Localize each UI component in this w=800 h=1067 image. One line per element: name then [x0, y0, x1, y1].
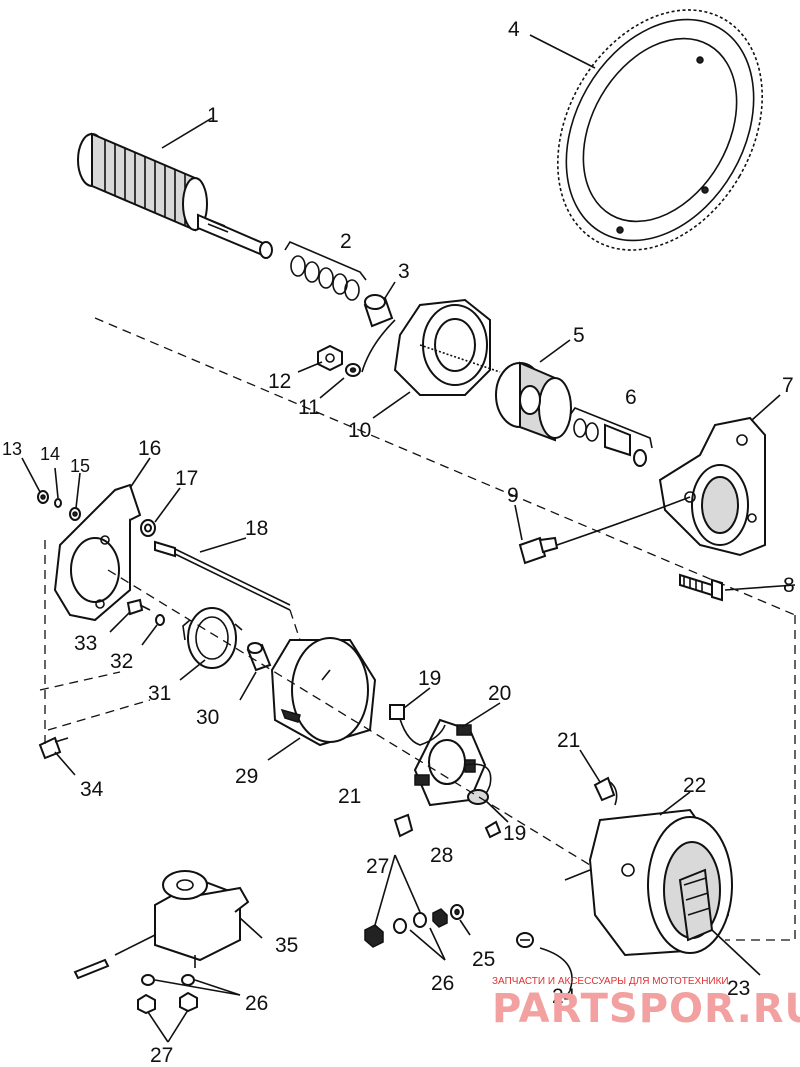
callout-9: 9: [507, 484, 519, 507]
callout-31: 31: [148, 682, 171, 705]
drive-housing-part: [393, 298, 501, 396]
ring-gear-part: [557, 9, 763, 251]
watermark-caption: ЗАПЧАСТИ И АКСЕССУАРЫ ДЛЯ МОТОТЕХНИКИ: [492, 976, 729, 987]
nut-12-part: [317, 344, 343, 372]
callout-35: 35: [275, 934, 298, 957]
solenoid-part: [73, 870, 250, 980]
callout-3: 3: [398, 260, 410, 283]
callout-2: 2: [340, 230, 352, 253]
washer-15-part: [69, 507, 81, 521]
callout-19-upper: 19: [418, 667, 441, 690]
callout-32: 32: [110, 650, 133, 673]
mounting-bracket-part: [658, 416, 766, 557]
callout-26-left: 26: [245, 992, 268, 1015]
brush-plate-part: [413, 718, 487, 807]
watermark-brand: PARTSPOR.RU: [492, 986, 800, 1032]
callout-26-right: 26: [431, 972, 454, 995]
solenoid-nut-27-part: [137, 991, 198, 1015]
washer-11-part: [345, 363, 361, 377]
end-cap-29-part: [270, 637, 377, 747]
armature-part: [77, 132, 273, 259]
callout-24: 24: [552, 985, 576, 1008]
screw-28-part: [484, 820, 502, 839]
pinion-drive-part: [495, 361, 572, 442]
callout-15: 15: [70, 456, 90, 476]
nut-13-part: [37, 490, 49, 504]
callout-17: 17: [175, 467, 198, 490]
spring-set-part: [284, 240, 367, 301]
washer-25-part: [450, 904, 464, 920]
callout-21-right: 21: [557, 729, 580, 752]
callout-5: 5: [573, 324, 585, 347]
brush-21b-part: [593, 776, 618, 806]
callout-19-lower: 19: [503, 822, 526, 845]
callout-18: 18: [245, 517, 268, 540]
pinion-spring-part: [569, 407, 653, 467]
clip-31-part: [182, 607, 243, 669]
callout-23: 23: [727, 977, 750, 1000]
solenoid-washer-26-part: [141, 974, 195, 986]
bolt-34-part: [38, 736, 69, 760]
watermark: ЗАПЧАСТИ И АКСЕССУАРЫ ДЛЯ МОТОТЕХНИКИ PA…: [492, 976, 800, 1032]
callout-14: 14: [40, 444, 60, 464]
callout-11: 11: [298, 396, 320, 419]
callout-12: 12: [268, 370, 291, 393]
callout-28: 28: [430, 844, 453, 867]
through-bolt-part: [154, 540, 291, 611]
callout-21-left: 21: [338, 785, 361, 808]
callout-25: 25: [472, 948, 495, 971]
bushing-30-part: [246, 642, 272, 672]
bushing-part: [363, 294, 394, 328]
callout-8: 8: [783, 574, 795, 597]
callout-1: 1: [207, 104, 219, 127]
assembly-axis-lines: [39, 317, 796, 941]
callout-29: 29: [235, 765, 258, 788]
screw-24-part: [516, 932, 534, 948]
callout-13: 13: [2, 439, 22, 459]
screw-33-part: [126, 598, 151, 616]
washer-14-part: [54, 498, 62, 508]
callout-6: 6: [625, 386, 637, 409]
brush-21a-part: [393, 813, 414, 838]
callout-7: 7: [782, 374, 794, 397]
callout-33: 33: [74, 632, 97, 655]
callout-30: 30: [196, 706, 219, 729]
washer-17-part: [140, 519, 156, 537]
lock-washer-26-part: [393, 912, 427, 934]
callout-16: 16: [138, 437, 161, 460]
bolt-8-part: [679, 573, 723, 602]
leader-lines: [21, 34, 796, 1043]
callout-4: 4: [508, 18, 520, 41]
callout-labels: 1 2 3 4 5 6 7 8 9 10 11 12 13 14 15 16 1…: [2, 18, 795, 1067]
callout-22: 22: [683, 774, 706, 797]
callout-34: 34: [80, 778, 104, 801]
end-plate-16-part: [53, 483, 142, 622]
bolt-9-part: [518, 536, 559, 565]
callout-27-left: 27: [150, 1044, 173, 1067]
callout-27-right: 27: [366, 855, 389, 878]
washer-32-part: [155, 614, 165, 626]
callout-20: 20: [488, 682, 511, 705]
lead-wire-19a-part: [389, 704, 446, 746]
callout-10: 10: [348, 419, 371, 442]
